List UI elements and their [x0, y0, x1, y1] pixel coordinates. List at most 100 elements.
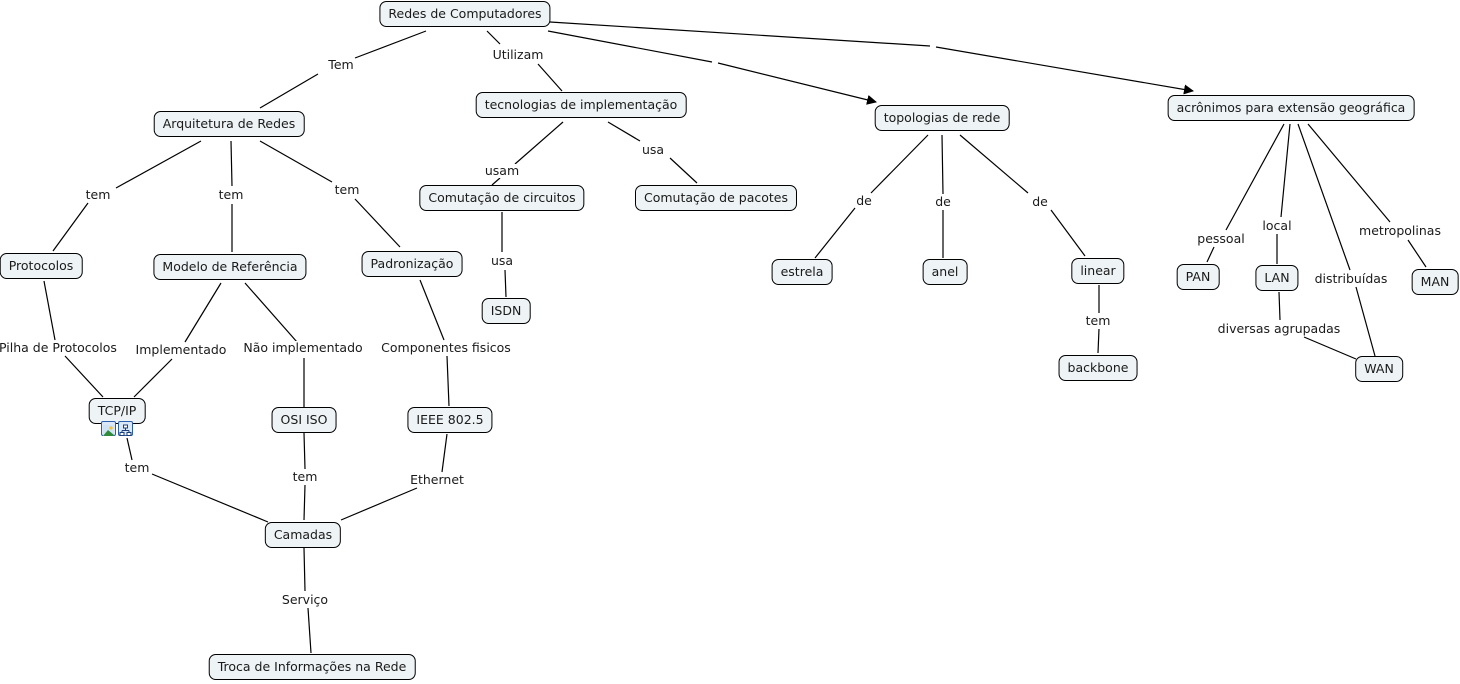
- line: [1355, 286, 1376, 357]
- line: [1303, 336, 1357, 360]
- concept-comutacao-circuitos[interactable]: Comutação de circuitos: [419, 185, 585, 211]
- link-label: Implementado: [134, 342, 228, 357]
- concept-linear[interactable]: linear: [1071, 258, 1125, 284]
- link-label: de: [855, 193, 873, 208]
- link-label: usam: [483, 163, 521, 178]
- line: [669, 157, 698, 184]
- line: [1307, 123, 1391, 223]
- concept-backbone[interactable]: backbone: [1058, 355, 1138, 381]
- line: [717, 62, 877, 105]
- concept-comutacao-pacotes[interactable]: Comutação de pacotes: [634, 185, 798, 211]
- concept-arquitetura-de-redes[interactable]: Arquitetura de Redes: [153, 111, 305, 137]
- line: [1097, 328, 1100, 354]
- concept-protocolos[interactable]: Protocolos: [0, 253, 83, 279]
- line: [303, 432, 306, 470]
- line: [354, 30, 427, 59]
- line: [959, 134, 1029, 194]
- line: [1050, 209, 1086, 257]
- concept-map-icon[interactable]: [118, 421, 133, 436]
- line: [1206, 246, 1215, 263]
- concept-troca-de-informacoes[interactable]: Troca de Informações na Rede: [208, 654, 416, 680]
- line: [486, 30, 501, 45]
- line: [1278, 291, 1281, 321]
- line: [1225, 123, 1285, 231]
- line: [230, 140, 233, 187]
- line: [549, 21, 931, 47]
- link-label: tem: [291, 469, 319, 484]
- link-label: distribuídas: [1313, 271, 1389, 286]
- link-label: Utilizam: [491, 47, 545, 62]
- line: [935, 46, 1194, 95]
- line: [419, 279, 445, 341]
- line: [814, 207, 856, 259]
- concept-wan[interactable]: WAN: [1355, 356, 1403, 382]
- link-label: tem: [333, 182, 361, 197]
- concept-ieee[interactable]: IEEE 802.5: [407, 407, 493, 433]
- line: [491, 177, 501, 186]
- line: [244, 282, 298, 343]
- link-label: pessoal: [1196, 231, 1246, 246]
- concept-camadas[interactable]: Camadas: [264, 522, 342, 548]
- concept-man[interactable]: MAN: [1411, 269, 1459, 295]
- link-label: Pilha de Protocolos: [0, 340, 118, 355]
- line: [43, 280, 56, 341]
- concept-pan[interactable]: PAN: [1176, 264, 1220, 290]
- link-label: Serviço: [280, 592, 330, 607]
- concept-osi-iso[interactable]: OSI ISO: [271, 407, 337, 433]
- link-label: tem: [84, 187, 112, 202]
- line: [340, 487, 418, 521]
- concept-isdn[interactable]: ISDN: [481, 298, 531, 324]
- line: [303, 547, 306, 592]
- line: [259, 73, 319, 109]
- line: [870, 134, 929, 194]
- image-icon[interactable]: [101, 421, 116, 436]
- line: [52, 202, 89, 252]
- link-label: Ethernet: [409, 472, 465, 487]
- line: [115, 140, 202, 189]
- line: [307, 607, 312, 654]
- link-label: diversas agrupadas: [1216, 321, 1342, 336]
- line: [941, 134, 944, 195]
- link-label: local: [1261, 218, 1293, 233]
- link-label: tem: [1084, 313, 1112, 328]
- link-label: Componentes fisicos: [380, 340, 512, 355]
- line: [1297, 123, 1351, 271]
- link-label: Não implementado: [242, 340, 364, 355]
- line: [547, 30, 713, 63]
- concept-padronizacao[interactable]: Padronização: [361, 251, 463, 277]
- link-label: tem: [123, 460, 151, 475]
- concept-lan[interactable]: LAN: [1255, 265, 1299, 291]
- line: [1407, 239, 1427, 268]
- line: [504, 269, 507, 298]
- line: [133, 358, 173, 398]
- link-label: usa: [489, 253, 515, 268]
- line: [259, 140, 333, 183]
- line: [1280, 123, 1291, 218]
- link-label: Tem: [327, 57, 355, 72]
- link-label: metropolinas: [1358, 223, 1442, 238]
- concept-anel[interactable]: anel: [922, 259, 968, 285]
- concept-redes-de-computadores[interactable]: Redes de Computadores: [379, 1, 551, 27]
- link-label: de: [934, 194, 952, 209]
- concept-modelo-de-referencia[interactable]: Modelo de Referência: [153, 254, 307, 280]
- line: [514, 121, 564, 165]
- concept-topologias[interactable]: topologias de rede: [874, 105, 1010, 131]
- link-label: de: [1031, 194, 1049, 209]
- concept-tecnologias[interactable]: tecnologias de implementação: [475, 92, 687, 118]
- line: [354, 198, 401, 248]
- line: [151, 473, 269, 523]
- link-label: tem: [217, 187, 245, 202]
- line: [64, 355, 104, 398]
- concept-estrela[interactable]: estrela: [771, 259, 833, 285]
- line: [537, 63, 563, 92]
- concept-acronimos[interactable]: acrônimos para extensão geográfica: [1167, 95, 1415, 121]
- line: [303, 484, 306, 521]
- link-label: usa: [640, 142, 666, 157]
- line: [446, 355, 450, 407]
- line: [126, 437, 133, 461]
- concept-tcp-ip[interactable]: TCP/IP: [88, 398, 146, 424]
- line: [607, 121, 641, 142]
- line: [184, 282, 222, 343]
- line: [441, 433, 448, 473]
